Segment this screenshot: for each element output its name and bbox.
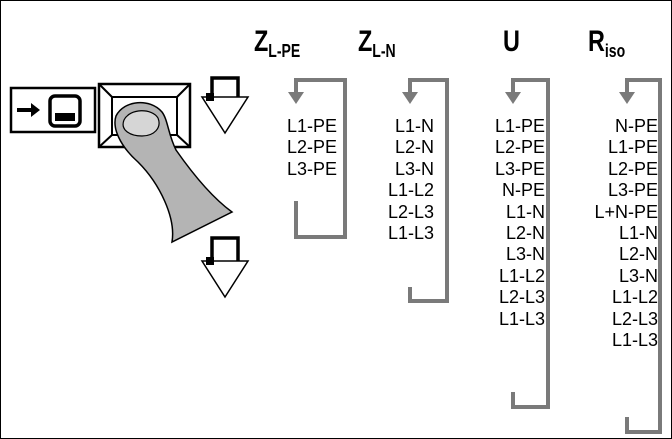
list-z-l-pe: L1-PE L2-PE L3-PE xyxy=(287,116,337,180)
list-item: L3-PE xyxy=(287,159,337,180)
title-main: R xyxy=(588,25,605,58)
title-subscript: L-PE xyxy=(268,41,300,61)
list-item: L1-L2 xyxy=(594,287,658,308)
list-item: L3-PE xyxy=(495,159,545,180)
list-item: L3-N xyxy=(495,244,545,265)
column-title-z-l-n: ZL-N xyxy=(358,26,396,67)
list-item: L3-N xyxy=(594,266,658,287)
list-item: L2-L3 xyxy=(594,309,658,330)
list-item: L2-N xyxy=(495,223,545,244)
list-item: L2-PE xyxy=(287,137,337,158)
list-item: L1-L3 xyxy=(594,330,658,351)
list-item: L1-N xyxy=(388,116,434,137)
list-r-iso: N-PE L1-PE L2-PE L3-PE L+N-PE L1-N L2-N … xyxy=(594,116,658,351)
list-item: L2-PE xyxy=(594,159,658,180)
list-item: L1-PE xyxy=(495,116,545,137)
title-main: Z xyxy=(358,25,372,58)
title-subscript: iso xyxy=(605,41,625,61)
list-item: L2-N xyxy=(594,244,658,265)
list-item: L1-N xyxy=(594,223,658,244)
title-main: Z xyxy=(254,25,268,58)
list-item: L1-L2 xyxy=(495,266,545,287)
list-z-l-n: L1-N L2-N L3-N L1-L2 L2-L3 L1-L3 xyxy=(388,116,434,244)
list-item: L1-PE xyxy=(594,137,658,158)
list-item: L1-L2 xyxy=(388,180,434,201)
list-u: L1-PE L2-PE L3-PE N-PE L1-N L2-N L3-N L1… xyxy=(495,116,545,330)
list-item: L1-N xyxy=(495,202,545,223)
down-arrow-icon xyxy=(202,238,248,297)
list-item: N-PE xyxy=(594,116,658,137)
list-item: L3-N xyxy=(388,159,434,180)
list-item: L1-PE xyxy=(287,116,337,137)
title-subscript: L-N xyxy=(372,41,395,61)
save-to-memory-icon xyxy=(11,88,95,132)
list-item: L2-N xyxy=(388,137,434,158)
list-item: L+N-PE xyxy=(594,202,658,223)
list-item: L2-L3 xyxy=(495,287,545,308)
list-item: L2-L3 xyxy=(388,202,434,223)
list-item: L1-L3 xyxy=(388,223,434,244)
list-item: L1-L3 xyxy=(495,309,545,330)
list-item: L3-PE xyxy=(594,180,658,201)
column-title-u: U xyxy=(503,26,520,67)
column-title-z-l-pe: ZL-PE xyxy=(254,26,300,67)
list-item: L2-PE xyxy=(495,137,545,158)
down-arrow-icon xyxy=(202,78,248,133)
list-item: N-PE xyxy=(495,180,545,201)
title-main: U xyxy=(503,25,520,58)
column-title-r-iso: Riso xyxy=(588,26,625,67)
